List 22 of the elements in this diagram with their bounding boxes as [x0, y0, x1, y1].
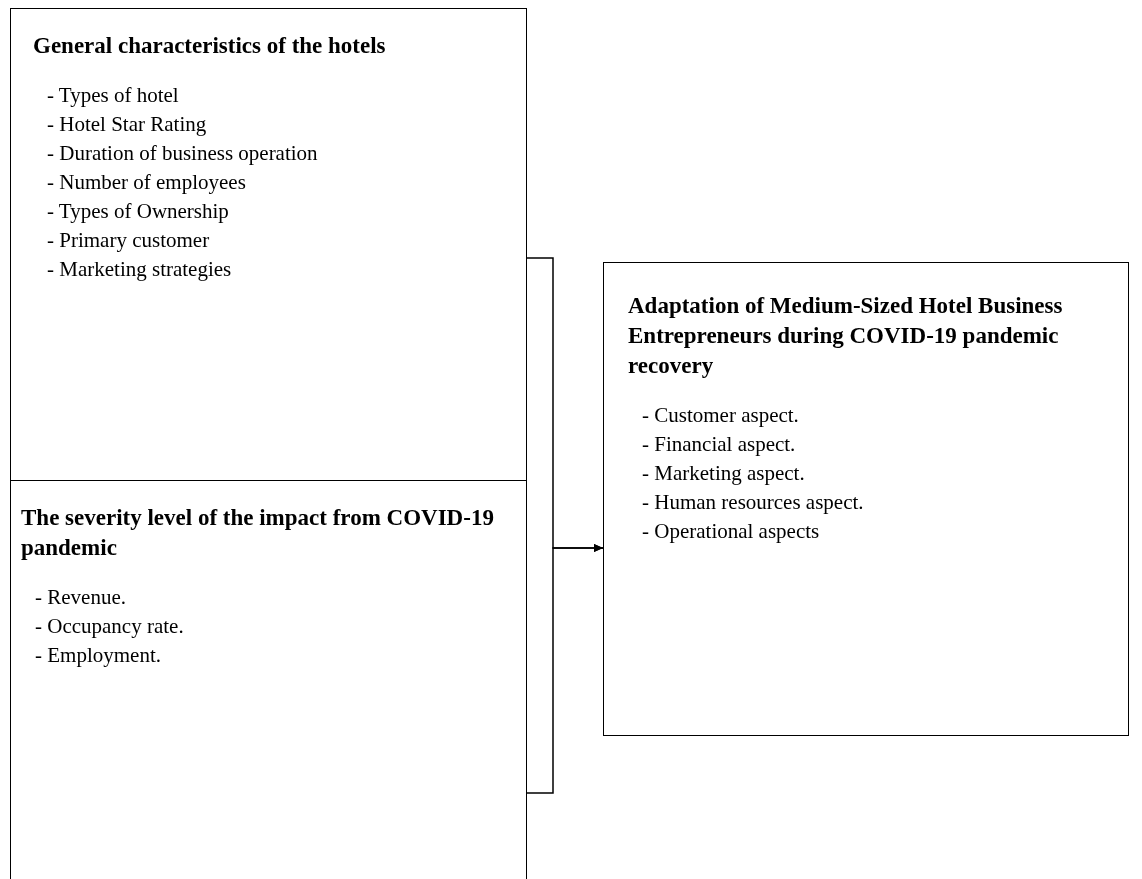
list-item: - Duration of business operation	[47, 140, 319, 167]
list-item: - Marketing aspect.	[642, 460, 806, 487]
list-item: - Primary customer	[47, 227, 211, 254]
list-item: - Hotel Star Rating	[47, 111, 208, 138]
content-box	[603, 262, 1129, 736]
list-item: - Employment.	[35, 642, 162, 669]
list-item: - Revenue.	[35, 584, 127, 611]
box-heading: Adaptation of Medium-Sized Hotel Business Entrepreneurs during COVID-19 pandemic recovery	[628, 292, 1064, 380]
content-box	[10, 480, 527, 879]
list-item: - Types of hotel	[47, 82, 180, 109]
list-item: - Customer aspect.	[642, 402, 800, 429]
box-heading: The severity level of the impact from COVID-19 pandemic	[21, 504, 495, 562]
box-heading: General characteristics of the hotels	[33, 32, 387, 60]
list-item: - Human resources aspect.	[642, 489, 865, 516]
list-item: - Operational aspects	[642, 518, 821, 545]
list-item: - Types of Ownership	[47, 198, 230, 225]
list-item: - Marketing strategies	[47, 256, 233, 283]
list-item: - Occupancy rate.	[35, 613, 185, 640]
list-item: - Financial aspect.	[642, 431, 797, 458]
bracket-arrow	[526, 544, 604, 794]
list-item: - Number of employees	[47, 169, 247, 196]
content-box	[10, 8, 527, 481]
